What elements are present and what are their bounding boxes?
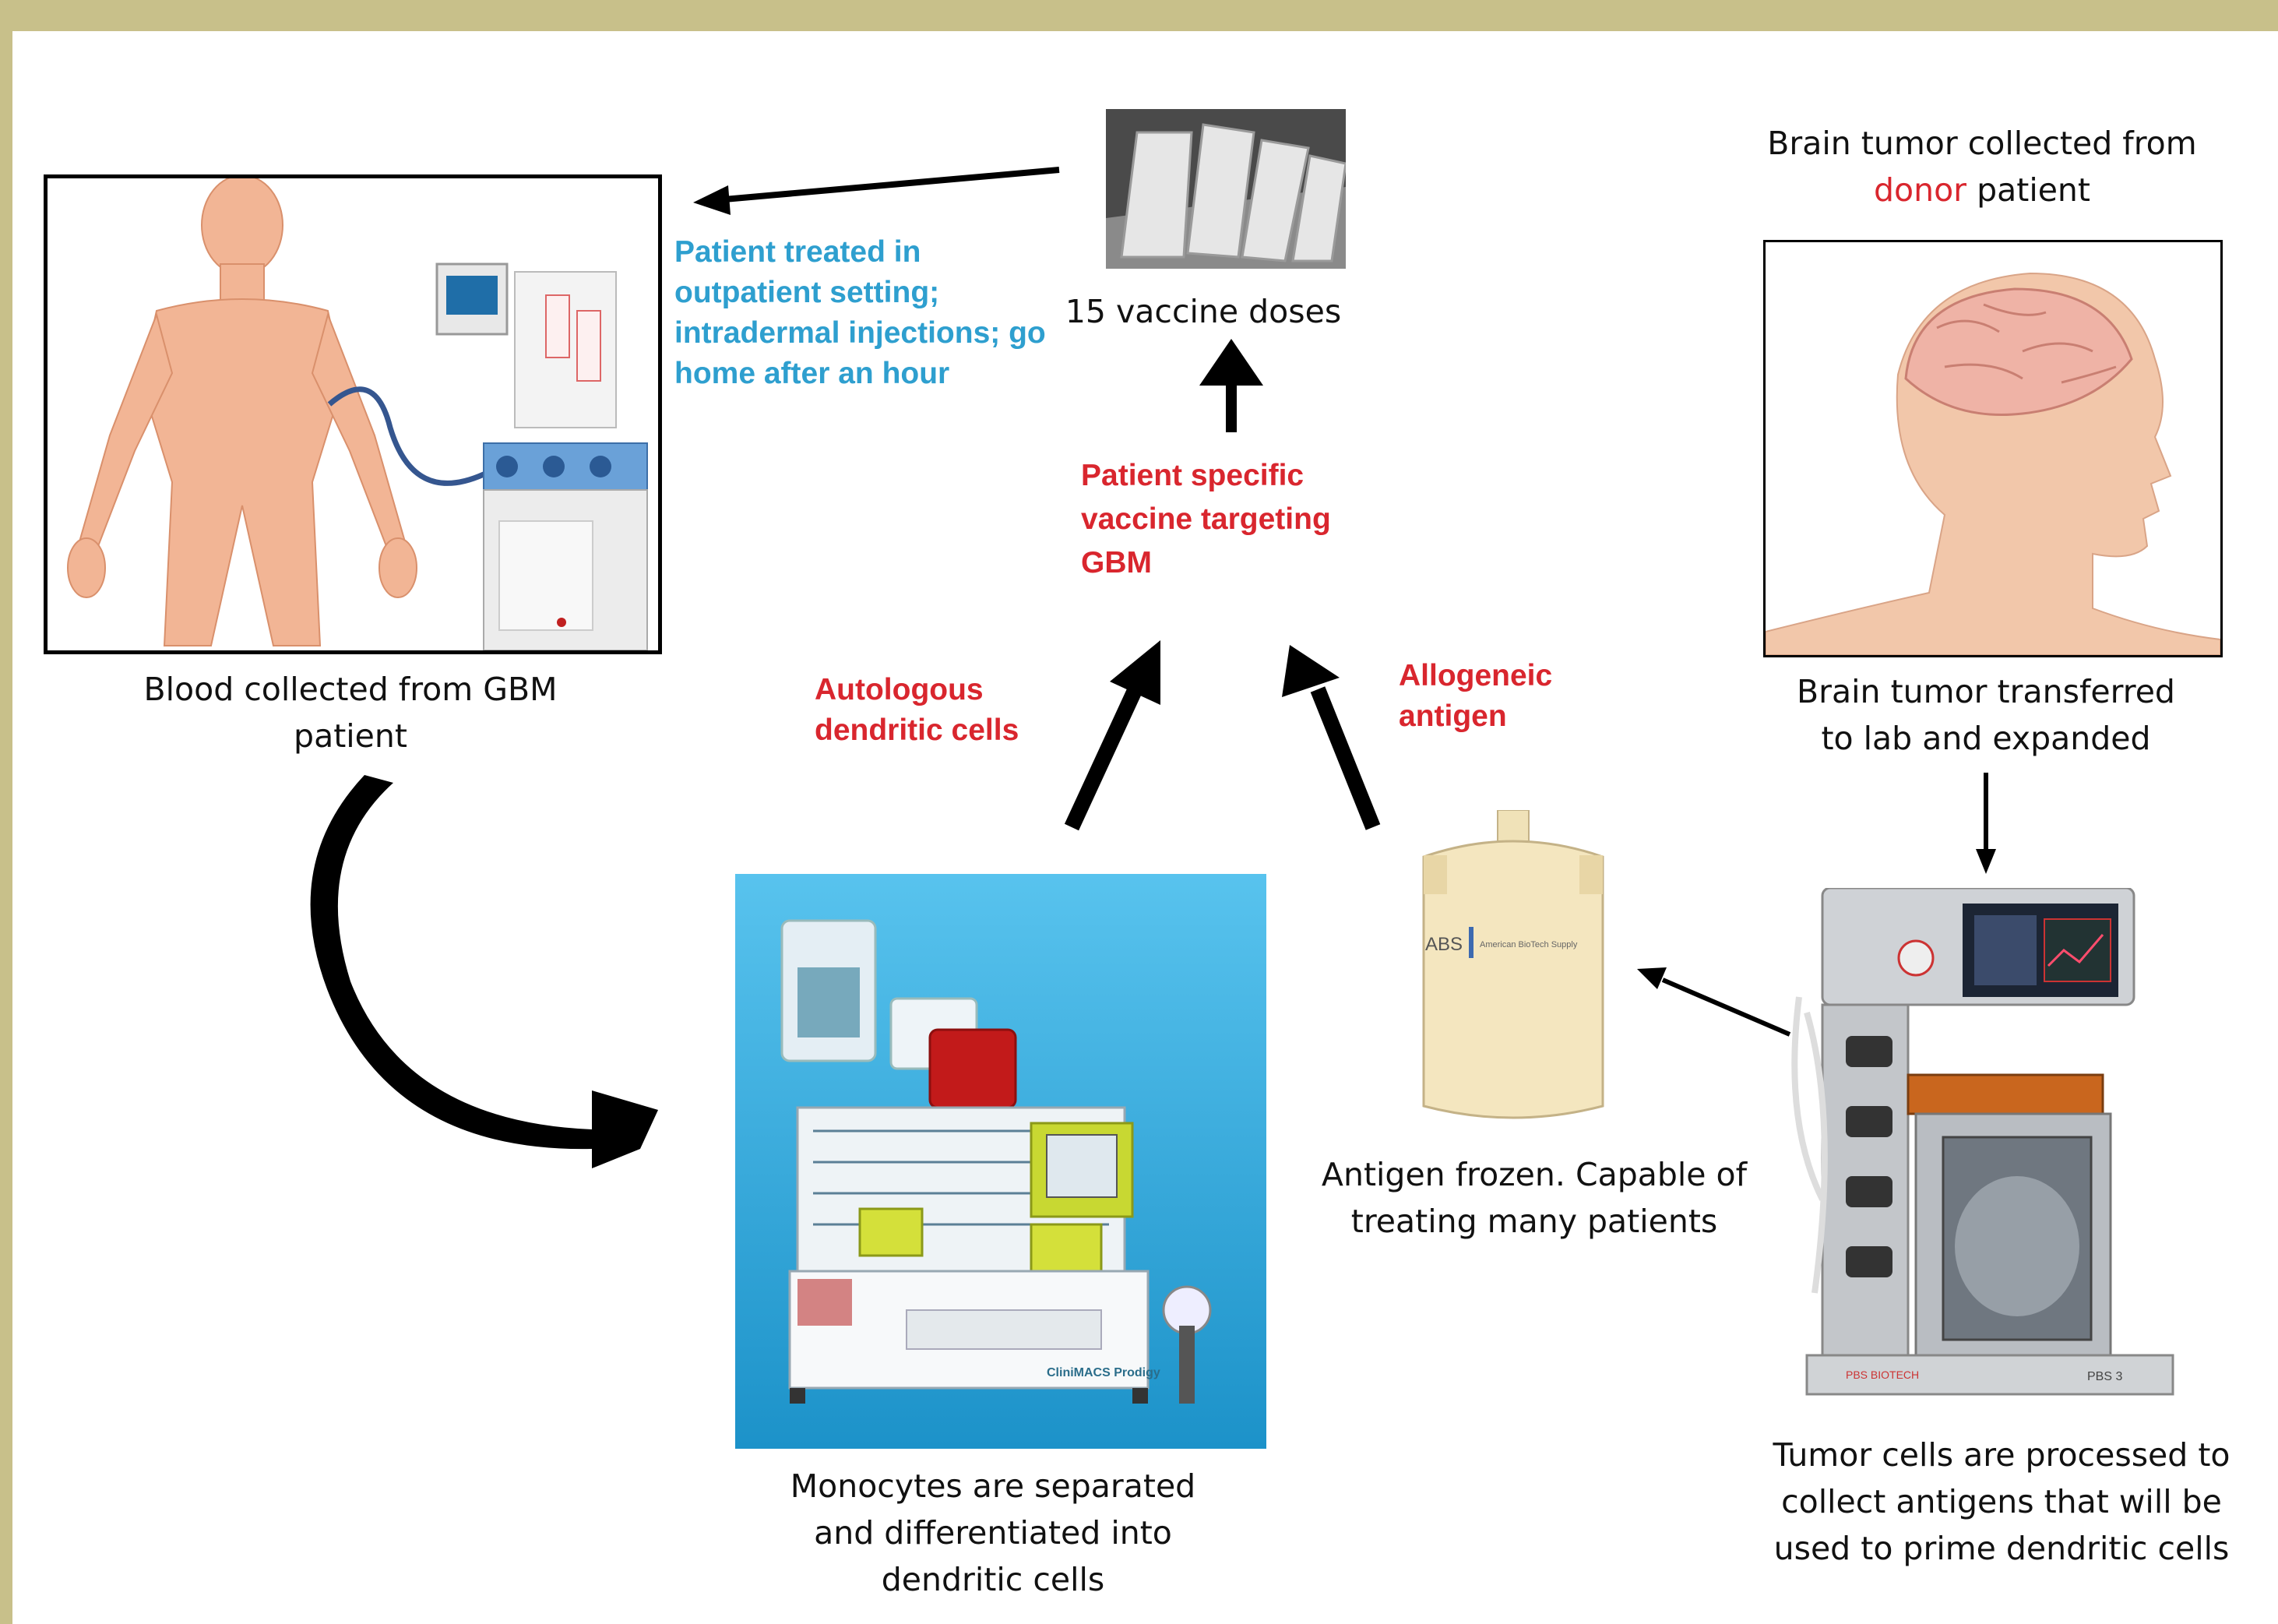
caption-tumor-collected-line-1: Brain tumor collected from (1767, 125, 2197, 162)
label-autologous-line-2: dendritic cells (815, 713, 1019, 747)
brain-tumor-image (1763, 240, 2223, 657)
label-patient-treated: Patient treated in outpatient setting; i… (674, 232, 1111, 394)
caption-brain-tumor-collected: Brain tumor collected from donor patient (1713, 120, 2251, 213)
caption-monocytes-line-2: and differentiated into (814, 1514, 1172, 1552)
label-treated-line-3: intradermal injections; go (674, 316, 1046, 350)
caption-monocytes-line-3: dendritic cells (881, 1561, 1105, 1598)
brain-shape (1904, 287, 2133, 417)
vaccine-doses-image (1106, 109, 1346, 269)
prodigy-text: CliniMACS Prodigy (1047, 1366, 1160, 1379)
cell-processing-machine-image: CliniMACS Prodigy (735, 874, 1266, 1449)
pbs-model: PBS 3 (2087, 1370, 2122, 1383)
caption-transferred-line-2: to lab and expanded (1821, 720, 2151, 757)
caption-tumor-collected-line-2: donor patient (1713, 167, 2251, 213)
caption-transferred-line-1: Brain tumor transferred (1797, 673, 2175, 710)
bioreactor-image: PBS BIOTECH PBS 3 (1791, 888, 2181, 1410)
label-allogeneic-line-2: antigen (1399, 699, 1507, 733)
apheresis-machine (435, 262, 648, 650)
caption-tumor-cells-processed: Tumor cells are processed to collect ant… (1745, 1432, 2259, 1572)
caption-tumor-cells-line-3: used to prime dendritic cells (1773, 1530, 2230, 1567)
label-specific-line-3: GBM (1081, 546, 1152, 579)
caption-antigen-line-2: treating many patients (1350, 1203, 1718, 1240)
caption-tumor-cells-line-2: collect antigens that will be (1781, 1483, 2222, 1520)
label-specific-line-2: vaccine targeting (1081, 502, 1331, 536)
caption-tumor-cells-line-1: Tumor cells are processed to (1773, 1436, 2230, 1474)
prodigy-machine: CliniMACS Prodigy (780, 919, 1212, 1404)
pbs-brand: PBS BIOTECH (1846, 1369, 1919, 1381)
label-treated-line-2: outpatient setting; (674, 276, 940, 309)
label-treated-line-4: home after an hour (674, 357, 950, 390)
caption-monocytes-line-1: Monocytes are separated (790, 1467, 1196, 1505)
abs-logo: ABS (1425, 934, 1463, 955)
caption-tumor-collected-after: patient (1977, 171, 2090, 209)
label-autologous-dendritic-cells: Autologous dendritic cells (815, 670, 1079, 751)
human-body-figure (67, 178, 417, 646)
caption-brain-tumor-transferred: Brain tumor transferred to lab and expan… (1752, 668, 2220, 762)
caption-vaccine-doses: 15 vaccine doses (1065, 293, 1342, 330)
abs-brand: American BioTech Supply (1480, 940, 1578, 949)
caption-blood-line-1: Blood collected from GBM (143, 671, 558, 708)
cryogenic-tank-image: ABS American BioTech Supply (1408, 810, 1618, 1137)
caption-blood-line-2: patient (294, 717, 407, 755)
label-patient-specific-vaccine: Patient specific vaccine targeting GBM (1081, 454, 1377, 585)
label-specific-line-1: Patient specific (1081, 459, 1304, 492)
label-treated-line-1: Patient treated in (674, 235, 921, 269)
caption-antigen-frozen: Antigen frozen. Capable of treating many… (1316, 1151, 1752, 1245)
label-allogeneic-line-1: Allogeneic (1399, 659, 1553, 692)
caption-blood-collected: Blood collected from GBM patient (117, 666, 584, 759)
caption-antigen-line-1: Antigen frozen. Capable of (1321, 1156, 1748, 1193)
label-allogeneic-antigen: Allogeneic antigen (1399, 656, 1601, 737)
label-autologous-line-1: Autologous (815, 673, 984, 706)
donor-highlight: donor (1874, 171, 1967, 209)
patient-apheresis-image (44, 174, 662, 654)
caption-monocytes: Monocytes are separated and differentiat… (740, 1463, 1246, 1603)
